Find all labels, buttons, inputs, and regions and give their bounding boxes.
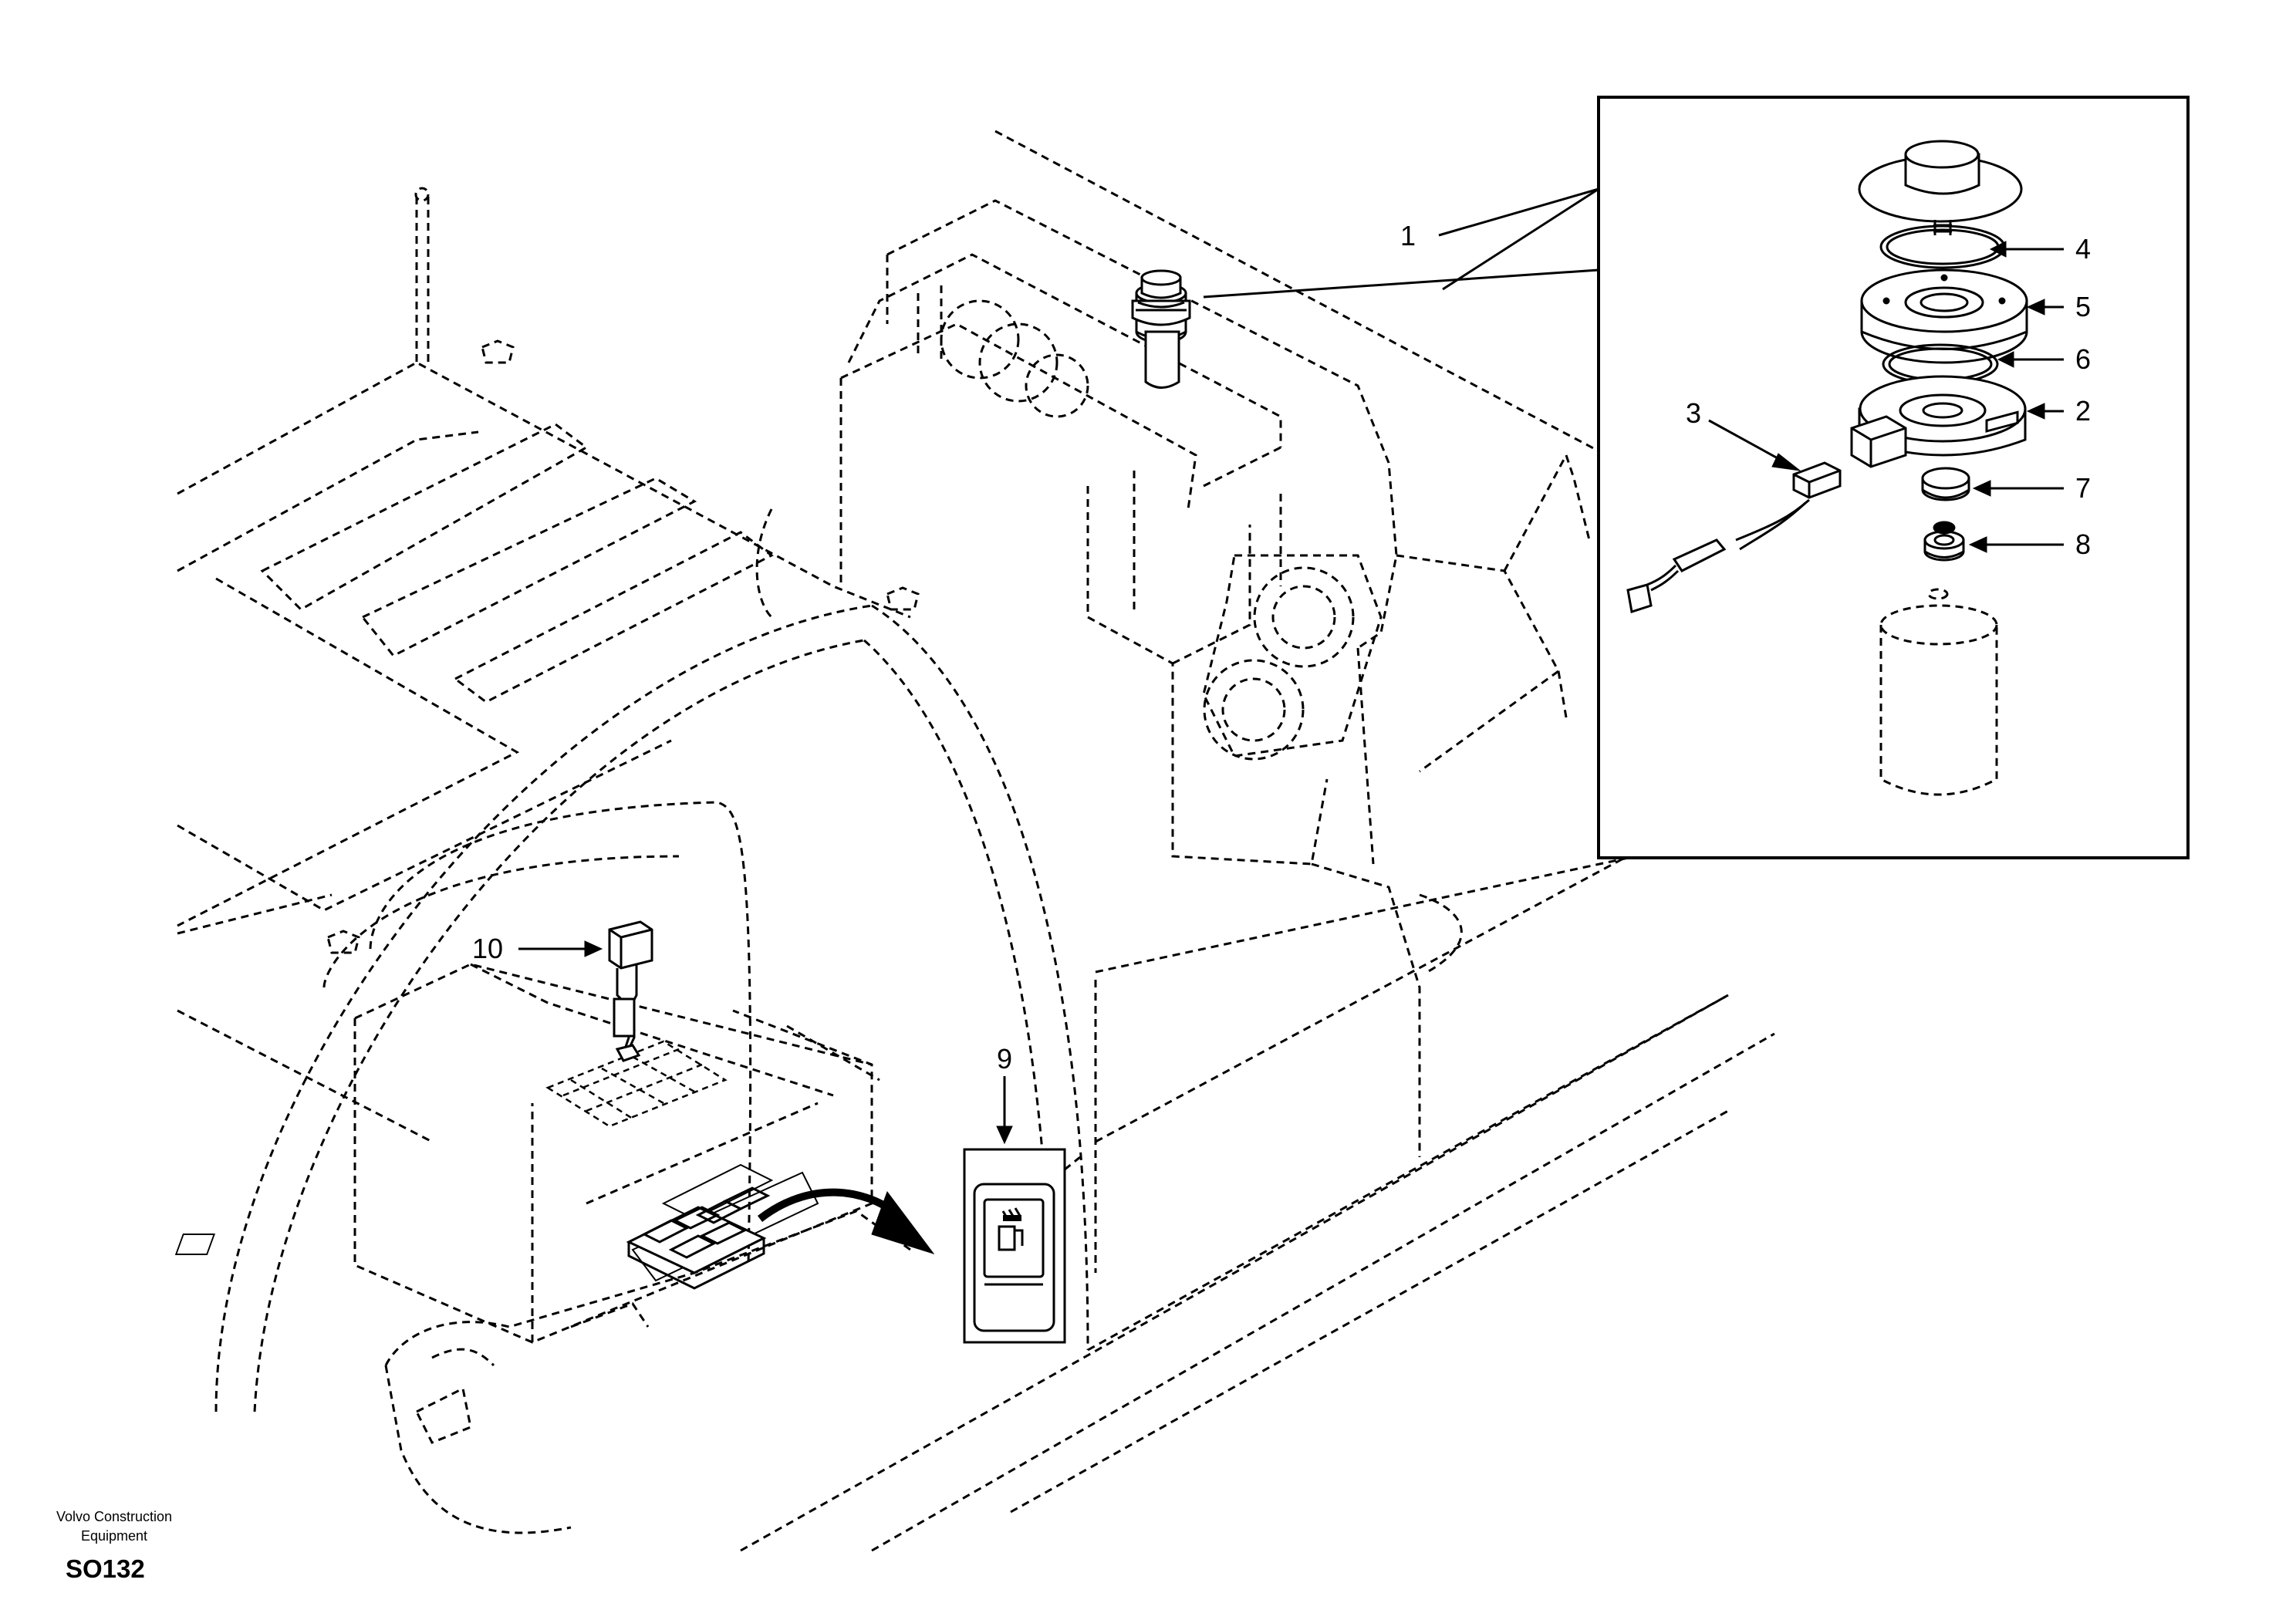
switch-panel	[626, 1186, 771, 1290]
relay-part-10	[608, 920, 653, 1062]
callout-1: 1	[1400, 187, 1599, 251]
callout-label-2: 2	[2075, 395, 2091, 427]
callout-4: 4	[1989, 233, 2091, 265]
callout-label-5: 5	[2075, 291, 2091, 322]
figure-code: SO132	[66, 1554, 145, 1583]
fuel-pump-icon	[998, 1207, 1024, 1251]
callout-9: 9	[996, 1043, 1013, 1145]
callout-6: 6	[1997, 343, 2091, 375]
company-name-line1: Volvo Construction	[56, 1509, 172, 1524]
callout-label-6: 6	[2075, 343, 2091, 375]
detail-box	[1203, 96, 2190, 859]
switch-detail-9	[963, 1148, 1066, 1344]
callouts: 1 4 5 6 2 3	[472, 187, 2091, 1145]
callout-5: 5	[2026, 291, 2091, 322]
filter-part-1	[1131, 269, 1191, 389]
callout-label-9: 9	[997, 1043, 1012, 1075]
machine-outline	[174, 130, 1775, 1552]
company-name-line2: Equipment	[81, 1528, 147, 1544]
switch-location-arrow	[757, 1188, 935, 1254]
callout-label-8: 8	[2075, 528, 2091, 560]
callout-3: 3	[1686, 397, 1801, 471]
sensor-harness-part-3	[1626, 461, 1842, 613]
callout-10: 10	[472, 933, 603, 964]
footer: Volvo Construction Equipment SO132	[56, 1509, 172, 1583]
callout-label-10: 10	[472, 933, 503, 964]
callout-label-1: 1	[1400, 220, 1416, 251]
callout-7: 7	[1972, 472, 2091, 504]
callout-2: 2	[2026, 395, 2091, 427]
callout-label-7: 7	[2075, 472, 2091, 504]
callout-label-4: 4	[2075, 233, 2091, 265]
callout-8: 8	[1968, 528, 2091, 560]
filter-assembly	[1850, 140, 2028, 796]
callout-label-3: 3	[1686, 397, 1701, 429]
